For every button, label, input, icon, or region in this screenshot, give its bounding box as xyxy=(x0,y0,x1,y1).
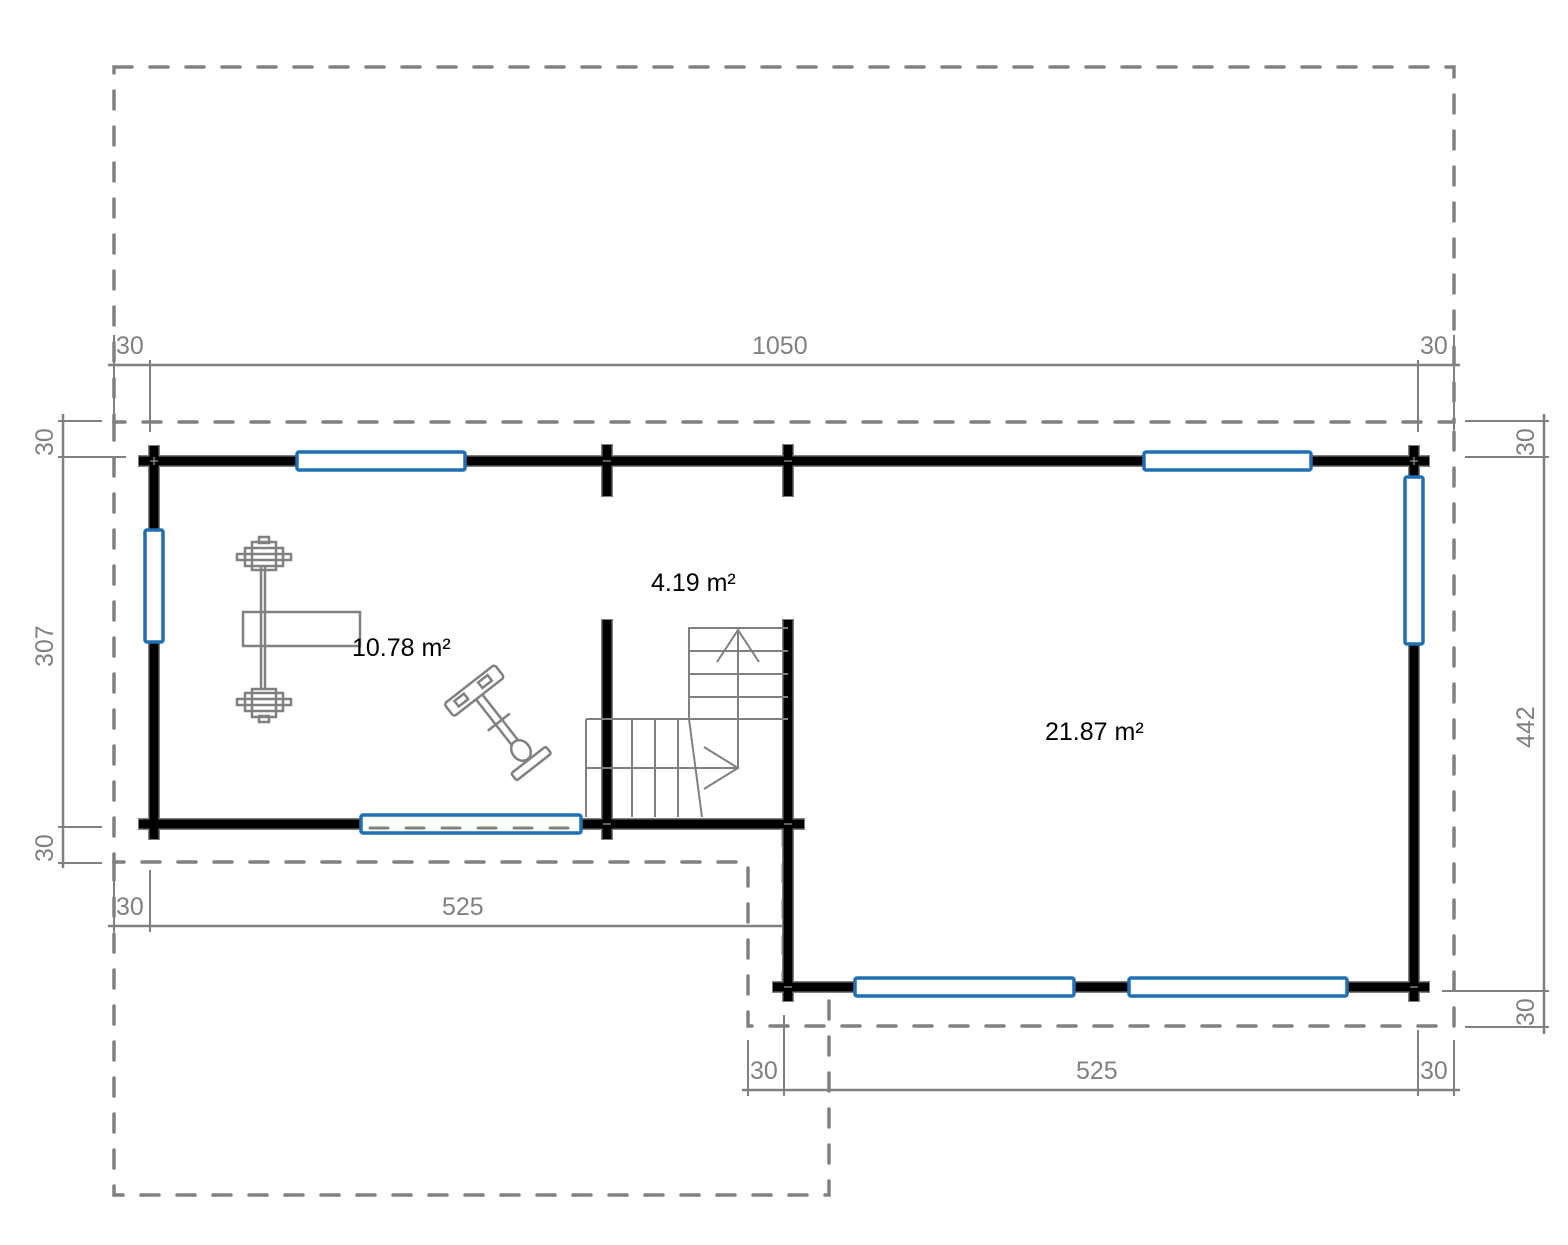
stair-upper-outline xyxy=(688,627,788,719)
weight-plate xyxy=(235,552,293,562)
barbell-bench-icon xyxy=(235,535,362,724)
weight-plate xyxy=(257,535,271,545)
room-area-stair-hall: 4.19 m² xyxy=(651,569,736,597)
weight-plate xyxy=(243,691,285,713)
window-bottom-right-1 xyxy=(853,976,1076,998)
dim-label-top-overall: 1050 xyxy=(752,332,808,360)
dim-label-mid-left-overhang: 30 xyxy=(116,893,144,921)
dim-label-left-bottom: 30 xyxy=(31,834,59,862)
dim-label-mid-left-width: 525 xyxy=(442,893,484,921)
bike-seat xyxy=(509,738,533,763)
wall-joints xyxy=(150,457,1418,988)
dim-label-right-depth: 442 xyxy=(1512,706,1540,748)
dim-label-right-top: 30 xyxy=(1512,428,1540,456)
bike-handlebar-grip xyxy=(452,691,470,709)
window-top-left xyxy=(295,450,467,472)
dim-label-bottom-right: 30 xyxy=(1420,1057,1448,1085)
lower-terrace-outline xyxy=(112,860,831,1197)
dim-label-right-bottom: 30 xyxy=(1512,998,1540,1026)
bike-frame xyxy=(481,693,519,741)
bike-frame xyxy=(475,698,513,746)
room-area-gym: 10.78 m² xyxy=(352,634,451,662)
window-bottom-left xyxy=(359,813,583,835)
upper-roof-outline xyxy=(112,65,1456,424)
roof-overhang-outline xyxy=(112,420,1456,1028)
dim-label-left-depth: 307 xyxy=(31,625,59,667)
window-top-right xyxy=(1142,450,1313,472)
window-right xyxy=(1403,475,1425,646)
weight-plate xyxy=(235,697,293,707)
dim-label-bottom-left: 30 xyxy=(750,1057,778,1085)
bike-handlebar-grip xyxy=(476,673,494,690)
dimension-labels: 30 1050 30 30 307 30 30 442 30 30 525 30… xyxy=(31,332,1540,1085)
dim-label-bottom-width: 525 xyxy=(1076,1057,1118,1085)
walls xyxy=(138,444,1430,1002)
dimension-lines xyxy=(58,335,1549,1096)
weight-plate xyxy=(257,714,271,724)
dim-label-top-right: 30 xyxy=(1420,332,1448,360)
dim-label-top-left: 30 xyxy=(116,332,144,360)
staircase-icon xyxy=(585,627,788,818)
room-areas: 10.78 m² 4.19 m² 21.87 m² xyxy=(352,569,1144,746)
weight-plate xyxy=(243,546,285,568)
exercise-bike-icon xyxy=(444,664,552,782)
window-left xyxy=(143,528,165,644)
bike-pedal-bar xyxy=(487,712,511,732)
dim-label-left-top: 30 xyxy=(31,428,59,456)
bench xyxy=(241,610,362,648)
stair-arrow-right xyxy=(703,746,740,790)
windows xyxy=(143,450,1425,998)
bike-handlebar xyxy=(444,664,505,717)
room-area-main: 21.87 m² xyxy=(1045,718,1144,746)
window-bottom-right-2 xyxy=(1127,976,1349,998)
bike-base xyxy=(510,745,552,782)
stair-arrow-up xyxy=(716,628,760,663)
